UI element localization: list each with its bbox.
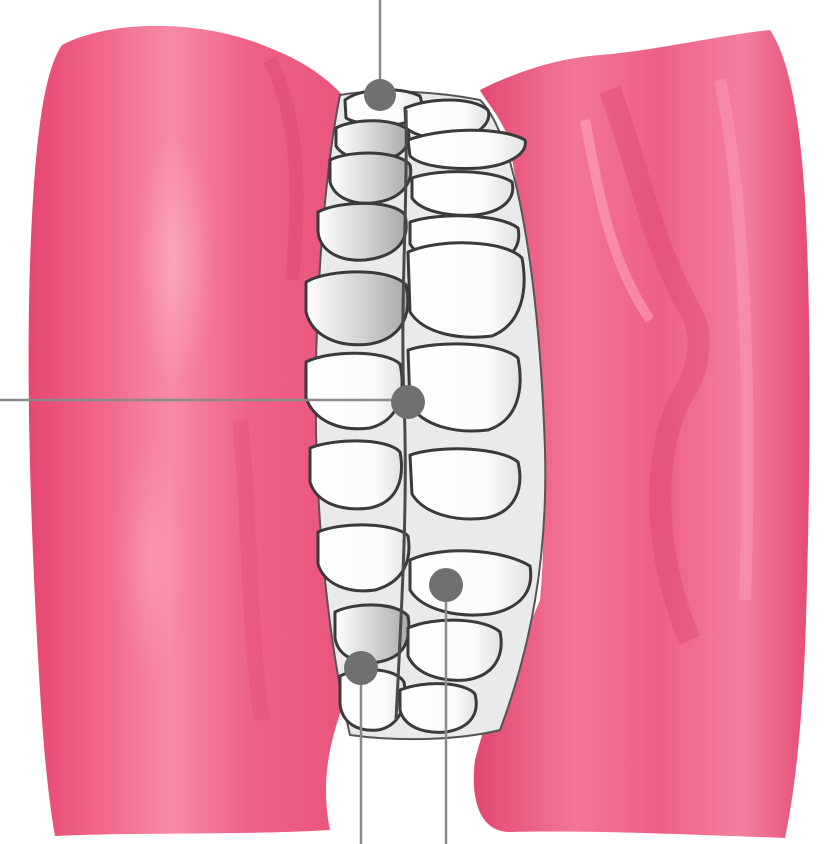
marker-bottom-left xyxy=(344,651,378,685)
tooth-14 xyxy=(410,449,520,519)
left-gum-highlight-lower xyxy=(115,440,185,680)
tooth-10 xyxy=(408,243,524,337)
left-gum-highlight xyxy=(135,130,215,390)
tooth-15 xyxy=(318,525,409,591)
tooth-5 xyxy=(330,153,411,203)
tooth-13 xyxy=(310,441,401,509)
tooth-4 xyxy=(408,130,525,168)
tooth-18 xyxy=(408,620,501,680)
tooth-11 xyxy=(306,353,402,429)
marker-middle-left xyxy=(391,385,425,419)
tooth-6 xyxy=(412,172,513,216)
tooth-16 xyxy=(410,551,531,615)
marker-lower-right xyxy=(429,568,463,602)
tooth-12 xyxy=(408,344,520,431)
tooth-9 xyxy=(306,272,408,345)
tooth-20 xyxy=(400,684,476,733)
marker-top-center xyxy=(364,79,396,111)
tooth-7 xyxy=(318,203,406,260)
